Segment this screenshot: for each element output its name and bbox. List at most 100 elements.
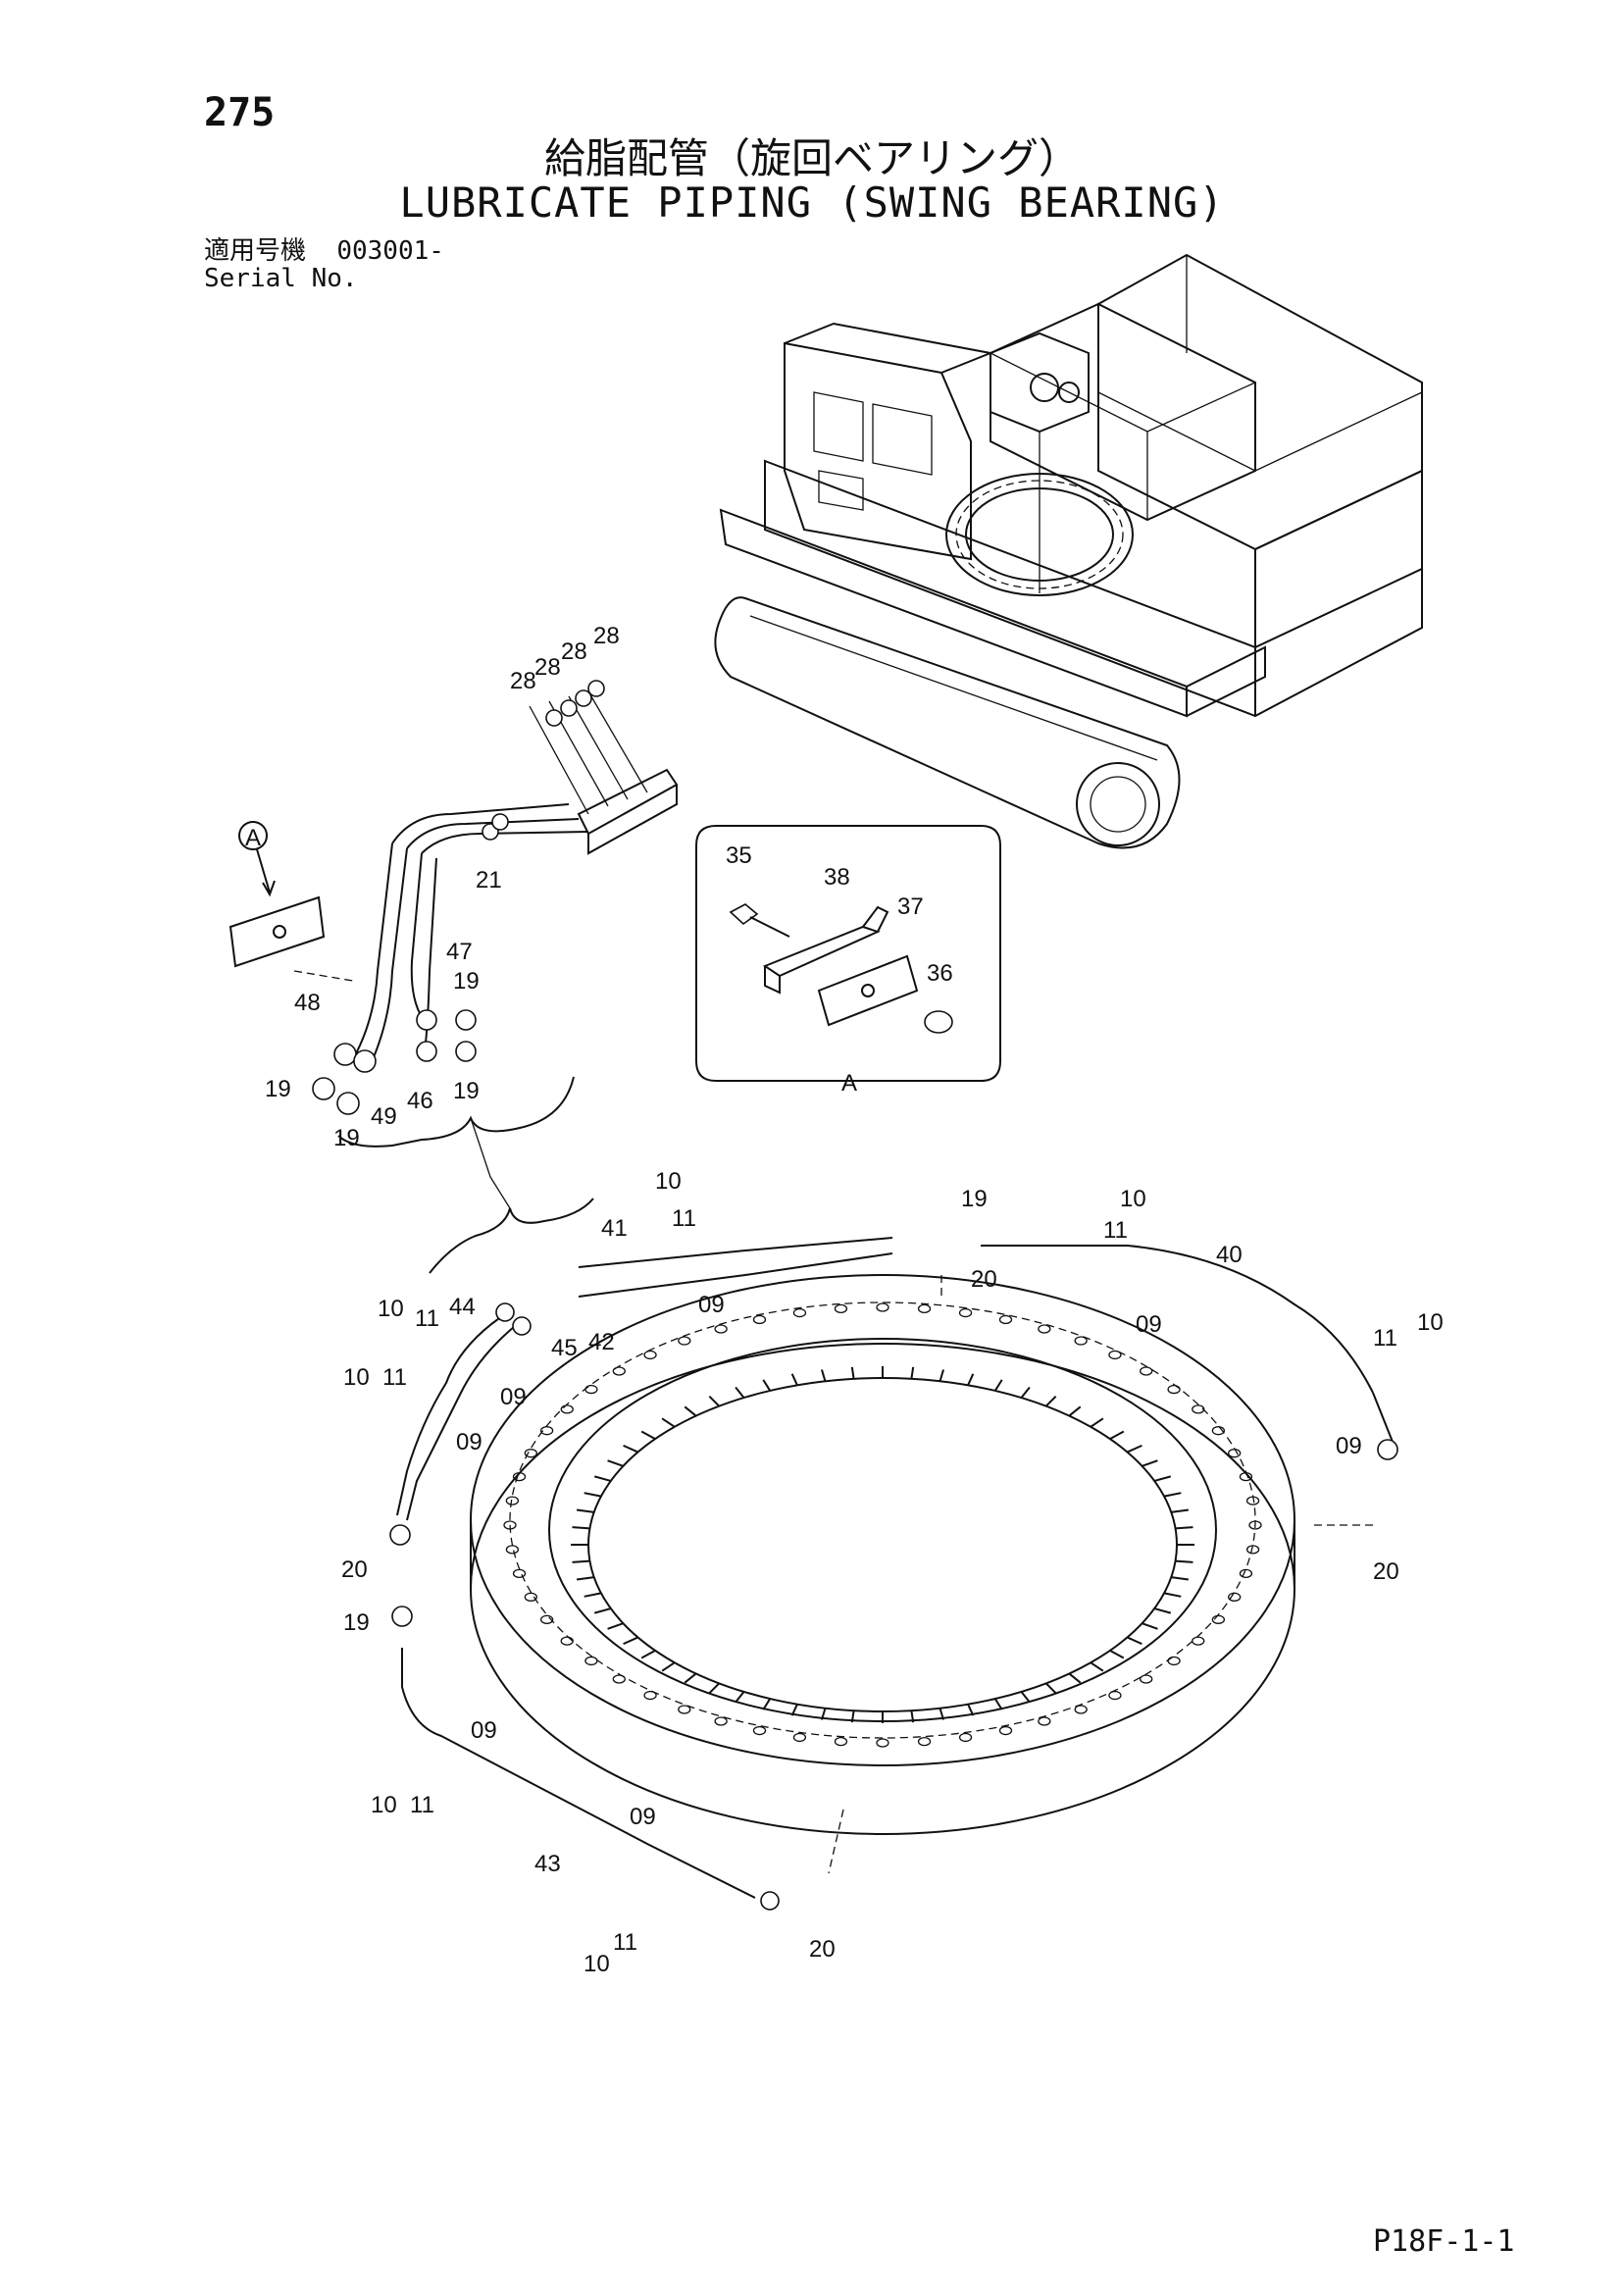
bolt-hole [834, 1736, 848, 1747]
callout-19: 19 [343, 1609, 370, 1636]
gear-tooth [1171, 1576, 1190, 1581]
page-code: P18F-1-1 [1373, 2224, 1515, 2259]
bolt-hole [539, 1426, 554, 1436]
callout-11: 11 [415, 1305, 439, 1332]
detail-a-label: A [841, 1070, 857, 1097]
bolt-hole [917, 1736, 932, 1747]
gear-tooth [1068, 1405, 1082, 1417]
bolt-hole [643, 1350, 657, 1360]
callout-20: 20 [341, 1556, 368, 1583]
bolt-hole [1074, 1705, 1088, 1714]
page-number: 275 [204, 90, 276, 135]
gear-tooth [593, 1607, 612, 1614]
callout-20: 20 [1373, 1558, 1399, 1585]
callout-20: 20 [809, 1936, 836, 1963]
gear-tooth [993, 1698, 1003, 1710]
bolt-hole [1192, 1636, 1205, 1646]
gear-tooth [1020, 1691, 1031, 1704]
gear-tooth [1163, 1592, 1182, 1598]
gear-tooth [1127, 1636, 1142, 1646]
callout-28: 28 [510, 668, 536, 694]
gear-tooth [1153, 1475, 1172, 1482]
callout-28: 28 [534, 654, 561, 681]
bolt-hole [792, 1732, 807, 1743]
gear-tooth [850, 1366, 855, 1379]
brace-lower [429, 1198, 594, 1274]
callout-11: 11 [1103, 1217, 1128, 1244]
bolt-hole [1140, 1366, 1153, 1376]
callout-09: 09 [698, 1292, 725, 1318]
bolt-hole [752, 1314, 767, 1325]
callout-09: 09 [630, 1804, 656, 1830]
bolt-hole [998, 1725, 1013, 1736]
callout-45: 45 [551, 1335, 578, 1361]
gear-tooth [584, 1592, 602, 1598]
ring-teeth [503, 1302, 1262, 1748]
gear-tooth [572, 1559, 590, 1563]
gear-tooth [1068, 1672, 1082, 1684]
bolt-hole [834, 1303, 848, 1314]
callout-11: 11 [410, 1792, 434, 1818]
bolt-hole [1245, 1545, 1260, 1555]
gear-tooth [623, 1444, 638, 1454]
bolt-hole [1167, 1384, 1181, 1395]
gear-tooth [1163, 1492, 1182, 1498]
gear-tooth [1090, 1417, 1104, 1428]
callout-19: 19 [453, 968, 480, 995]
bolt-hole [505, 1496, 520, 1505]
bolt-hole [1074, 1336, 1088, 1346]
bolt-hole [612, 1674, 626, 1684]
gear-tooth [910, 1710, 915, 1723]
gear-tooth [1109, 1649, 1125, 1659]
bolt-hole [524, 1449, 537, 1458]
callout-10: 10 [371, 1792, 397, 1818]
bolt-hole [714, 1324, 728, 1334]
gear-tooth [1175, 1526, 1193, 1530]
bolt-hole [503, 1520, 517, 1530]
bolt-hole [876, 1302, 889, 1312]
callout-48: 48 [294, 990, 321, 1016]
gear-tooth [661, 1661, 676, 1672]
callout-19: 19 [265, 1076, 291, 1102]
bolt-hole [1228, 1449, 1242, 1458]
callout-21: 21 [476, 867, 502, 893]
bolt-hole [1167, 1656, 1181, 1666]
bolt-hole [560, 1636, 574, 1646]
gear-tooth [607, 1622, 624, 1630]
callout-09: 09 [1336, 1433, 1362, 1459]
callout-09: 09 [500, 1384, 527, 1410]
gear-tooth [1044, 1682, 1057, 1695]
gear-tooth [1142, 1459, 1158, 1467]
gear-tooth [1090, 1661, 1104, 1672]
callout-19: 19 [333, 1125, 360, 1151]
gear-tooth [593, 1475, 612, 1482]
callout-11: 11 [382, 1364, 407, 1391]
gear-tooth [708, 1682, 721, 1695]
gear-tooth [762, 1698, 772, 1710]
gear-tooth [584, 1492, 602, 1498]
gear-tooth [661, 1417, 676, 1428]
bolt-hole [958, 1307, 973, 1318]
serial-row-jp: 適用号機 003001- [204, 237, 444, 265]
bolt-hole [584, 1384, 598, 1395]
bolt-hole [643, 1690, 657, 1701]
gear-tooth [1153, 1607, 1172, 1614]
gear-tooth [910, 1366, 915, 1379]
callout-10: 10 [655, 1168, 682, 1195]
serial-block: 適用号機 003001- Serial No. [204, 237, 444, 292]
bolt-hole [876, 1738, 889, 1748]
bolt-hole [1140, 1674, 1153, 1684]
bolt-hole [678, 1705, 691, 1714]
callout-49: 49 [371, 1103, 397, 1130]
detail-a-view [695, 825, 1001, 1082]
gear-tooth [821, 1708, 827, 1720]
callout-10: 10 [343, 1364, 370, 1391]
callout-11: 11 [672, 1205, 696, 1232]
bolt-hole [1211, 1426, 1226, 1436]
bolt-hole [1245, 1496, 1260, 1505]
callout-38: 38 [824, 864, 850, 891]
bolt-hole [512, 1568, 527, 1579]
gear-tooth [967, 1373, 975, 1386]
gear-tooth [1142, 1622, 1158, 1630]
callout-09: 09 [471, 1717, 497, 1744]
